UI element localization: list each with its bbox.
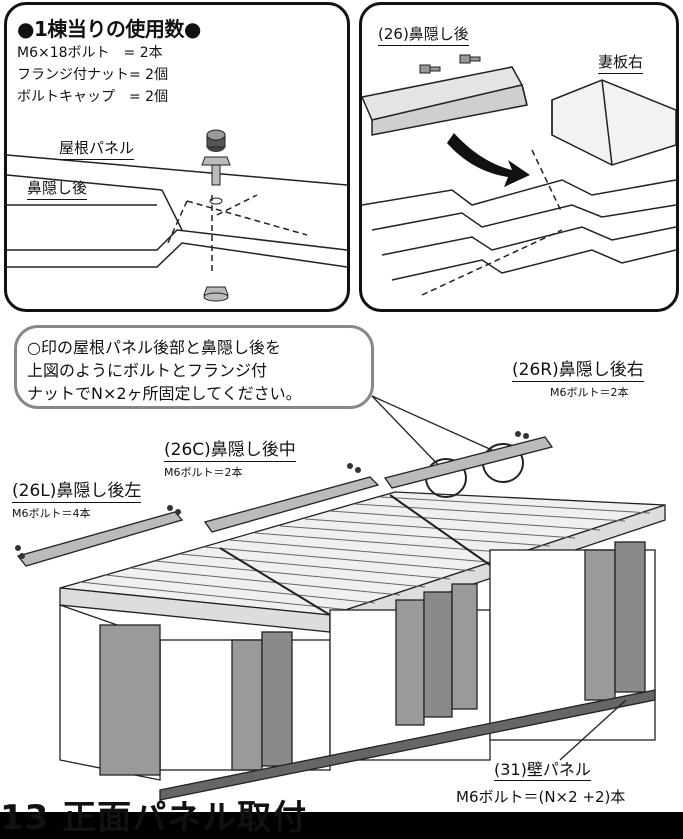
nose-back-26-label: (26)鼻隠し後 <box>378 23 469 46</box>
arrow-icon <box>447 133 530 187</box>
flange-nut-icon <box>203 286 229 302</box>
nose-26C-piece <box>203 476 380 533</box>
bolt-detail-panel: ●1棟当りの使用数● M6×18ボルト = 2本 フランジ付ナット= 2個 ボル… <box>4 2 350 312</box>
step-title: 13 正面パネル取付 <box>0 798 308 838</box>
callout-line-3: ナットでN×2ヶ所固定してください。 <box>27 384 302 403</box>
usage-title: ●1棟当りの使用数● <box>17 17 201 41</box>
usage-list: ●1棟当りの使用数● M6×18ボルト = 2本 フランジ付ナット= 2個 ボル… <box>17 13 201 108</box>
shed-assembly-drawing <box>15 395 666 801</box>
part-26R-bolts: M6ボルト＝2本 <box>550 386 629 399</box>
part-26R-label: (26R)鼻隠し後右 M6ボルト＝2本 <box>512 355 644 400</box>
wall-panel-label: (31)壁パネル <box>494 756 591 781</box>
part-26L-title: (26L)鼻隠し後左 <box>12 476 142 503</box>
nose-26R-piece <box>383 436 554 489</box>
part-26C-title: (26C)鼻隠し後中 <box>164 435 296 462</box>
bolt-icon <box>419 54 481 74</box>
nose-mounting-drawing <box>362 54 676 296</box>
end-plate-right-label: 妻板右 <box>598 51 644 74</box>
bolt-icon <box>201 156 231 186</box>
usage-row-bolt: M6×18ボルト = 2本 <box>17 45 163 61</box>
roof-panel-label: 屋根パネル <box>59 137 135 160</box>
callout-line-2: 上図のようにボルトとフランジ付 <box>27 361 268 380</box>
mounting-detail-panel: (26)鼻隠し後 妻板右 <box>359 2 679 312</box>
bolt-total-note: M6ボルト＝(N×2 +2)本 <box>456 788 626 806</box>
part-26C-bolts: M6ボルト＝2本 <box>164 466 243 479</box>
usage-row-nut: フランジ付ナット= 2個 <box>17 67 169 83</box>
bolt-cap-icon <box>206 129 226 152</box>
part-26L-label: (26L)鼻隠し後左 M6ボルト＝4本 <box>12 476 142 521</box>
nose-26L-piece <box>16 511 184 567</box>
fixing-instruction-callout: ○印の屋根パネル後部と鼻隠し後を 上図のようにボルトとフランジ付 ナットでN×2… <box>14 325 374 409</box>
callout-line-1: ○印の屋根パネル後部と鼻隠し後を <box>27 338 281 357</box>
part-26L-bolts: M6ボルト＝4本 <box>12 507 91 520</box>
nose-back-label: 鼻隠し後 <box>27 177 88 200</box>
part-26C-label: (26C)鼻隠し後中 M6ボルト＝2本 <box>164 435 296 480</box>
usage-row-cap: ボルトキャップ = 2個 <box>17 89 169 105</box>
roof-panel-closeup-drawing <box>7 129 347 302</box>
part-26R-title: (26R)鼻隠し後右 <box>512 355 644 382</box>
